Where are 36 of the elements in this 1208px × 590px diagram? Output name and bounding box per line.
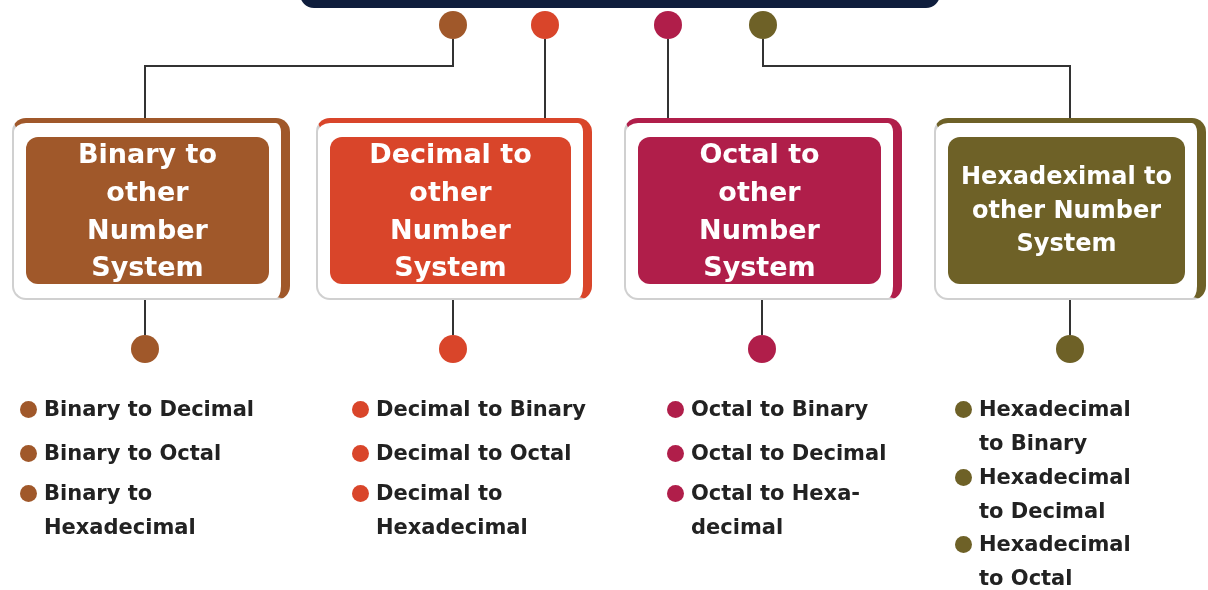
connector-line	[144, 38, 454, 119]
card-title: Decimal to other Number System	[330, 137, 571, 284]
connector-dot	[531, 11, 559, 39]
connector-line	[544, 38, 546, 119]
list-item-text: Hexadecimal to Binary	[979, 396, 1132, 457]
list-item-text: Binary to Hexadecimal	[44, 480, 197, 541]
list-item-text: Octal to Decimal	[691, 440, 888, 467]
connector-line	[762, 38, 1071, 119]
list-item-text: Octal to Binary	[691, 396, 870, 423]
list-item-text: Binary to Decimal	[44, 396, 256, 423]
list-item-text: Decimal to Hexadecimal	[376, 480, 529, 541]
connector-line	[144, 299, 146, 336]
connector-dot	[439, 11, 467, 39]
connector-dot	[1056, 335, 1084, 363]
category-card	[624, 118, 902, 300]
connector-dot	[654, 11, 682, 39]
list-item-text: Hexadecimal to Octal	[979, 531, 1132, 590]
card-title: Octal to other Number System	[638, 137, 881, 284]
list-item-text: Binary to Octal	[44, 440, 223, 467]
connector-line	[1069, 299, 1071, 336]
connector-dot	[748, 335, 776, 363]
connector-dot	[439, 335, 467, 363]
list-item-text: Hexadecimal to Decimal	[979, 464, 1132, 525]
category-card	[12, 118, 290, 300]
connector-line	[452, 299, 454, 336]
list-item-text: Decimal to Binary	[376, 396, 588, 423]
category-card	[316, 118, 592, 300]
list-item-text: Decimal to Octal	[376, 440, 573, 467]
connector-line	[761, 299, 763, 336]
category-card	[934, 118, 1206, 300]
connector-line	[667, 38, 669, 119]
connector-dot	[131, 335, 159, 363]
card-title: Hexadeximal to other Number System	[948, 137, 1185, 284]
list-item-text: Octal to Hexa-decimal	[691, 480, 862, 541]
card-title: Binary to other Number System	[26, 137, 269, 284]
connector-dot	[749, 11, 777, 39]
